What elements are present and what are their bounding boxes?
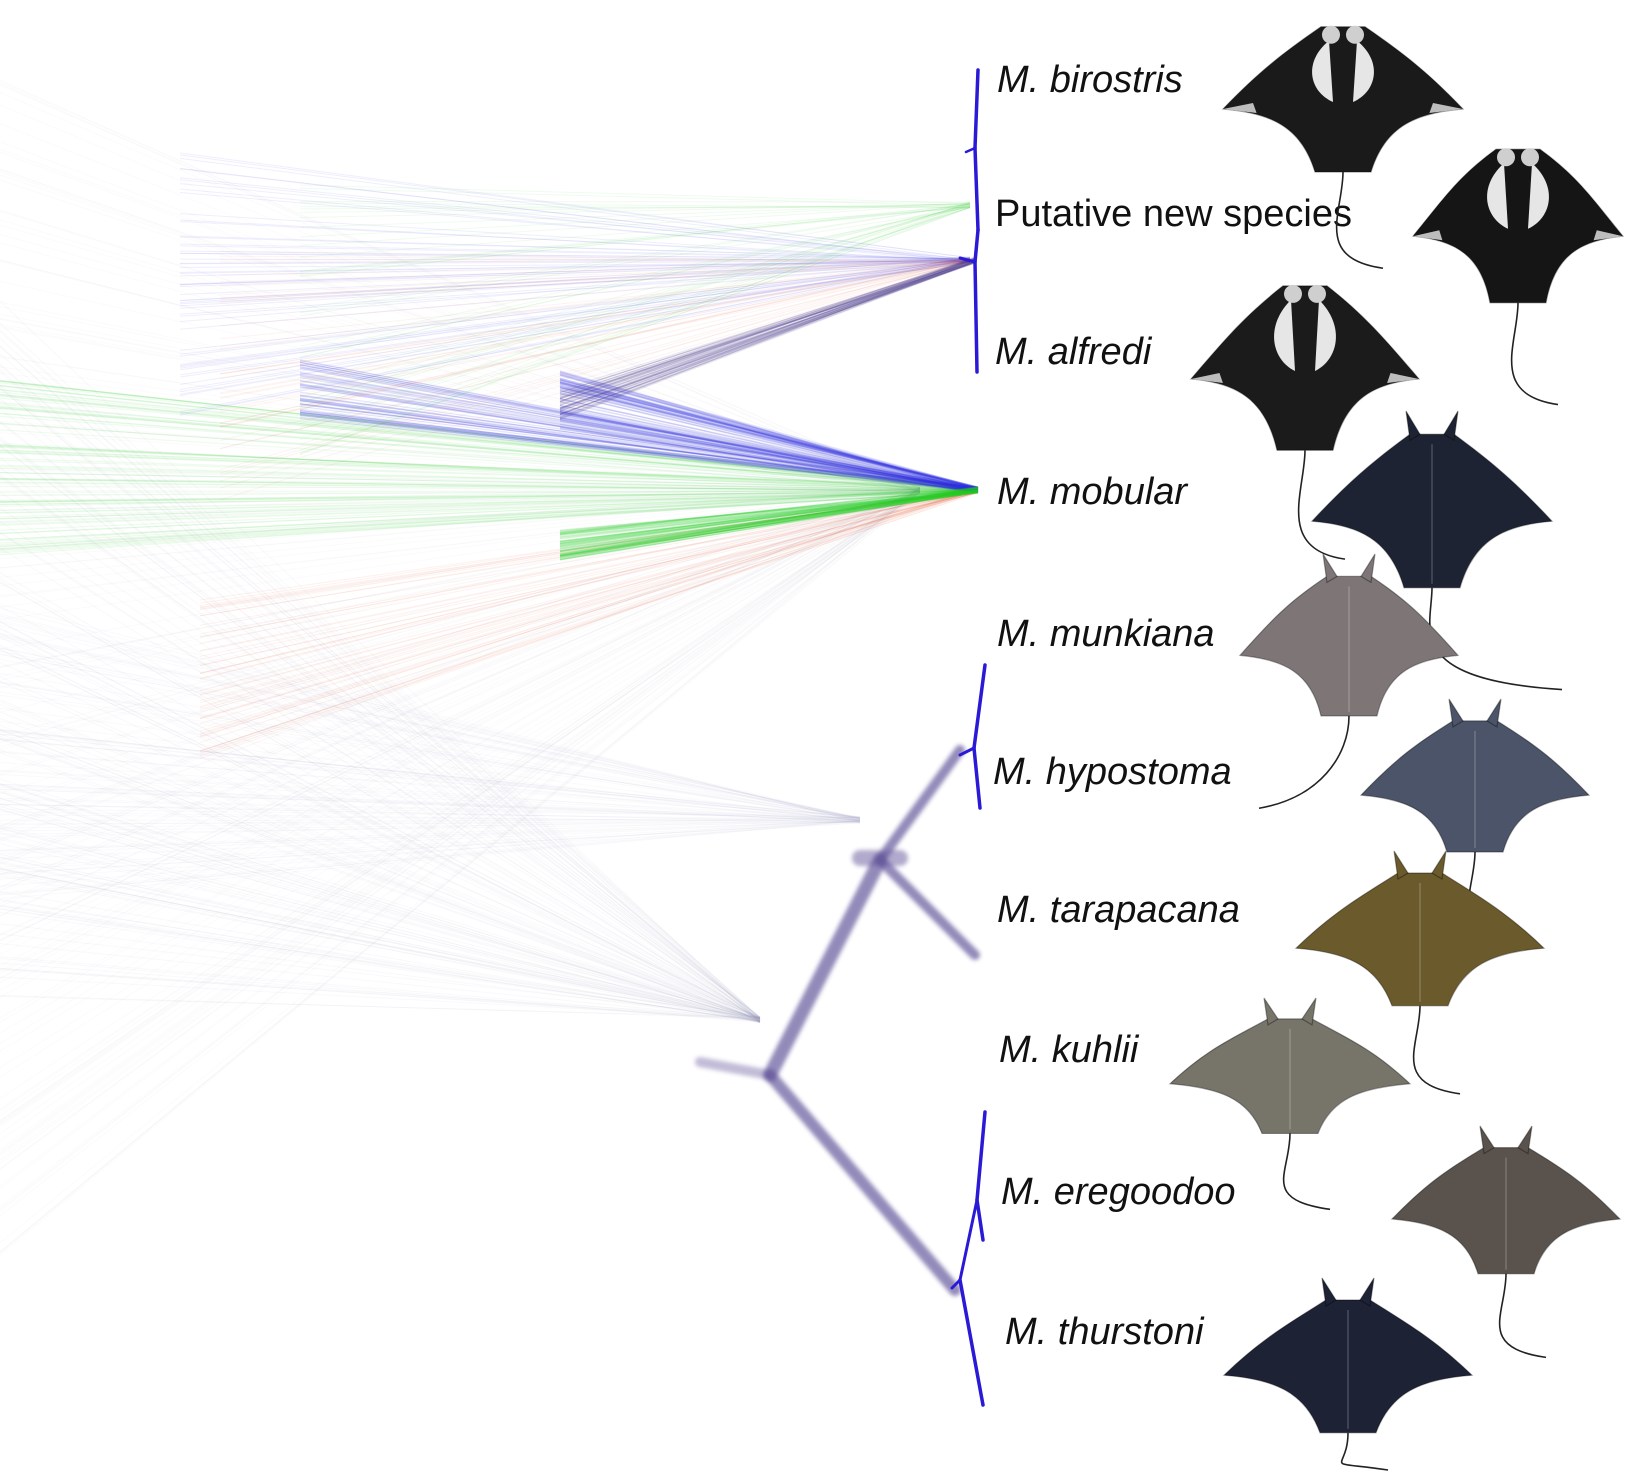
- taxon-label-tarapacana: M. tarapacana: [997, 889, 1240, 931]
- cephalic-fin-left: [1448, 698, 1464, 728]
- cephalic-fin-right: [1359, 1277, 1375, 1307]
- taxon-label-hypostoma: M. hypostoma: [993, 751, 1232, 793]
- shoulder-marking-right: [1315, 299, 1336, 372]
- cephalic-fin-left: [1263, 997, 1279, 1026]
- consensus-tree: [695, 68, 987, 1407]
- cephalic-fin-right: [1301, 997, 1317, 1026]
- ray-illustrations: [1168, 25, 1625, 1471]
- ray-tail: [1510, 302, 1559, 406]
- cephalic-fin-left: [1393, 850, 1409, 880]
- ray-illustration-kuhlii: [1168, 997, 1412, 1211]
- cephalic-fin-right: [1443, 410, 1459, 442]
- ray-body: [1411, 148, 1625, 304]
- taxon-label-birostris: M. birostris: [997, 59, 1183, 101]
- cephalic-fin-left: [1321, 1277, 1337, 1307]
- ray-tail: [1282, 1133, 1331, 1211]
- ray-body: [1168, 1018, 1412, 1135]
- cephalic-fin-right: [1517, 1125, 1533, 1155]
- ray-tail: [1335, 171, 1384, 270]
- ray-body: [1294, 872, 1546, 1007]
- cephalic-fin-right: [1360, 553, 1376, 584]
- ray-body: [1359, 720, 1591, 853]
- taxon-label-new: Putative new species: [995, 193, 1352, 235]
- ray-illustration-mobular: [1310, 410, 1563, 691]
- ray-body: [1238, 575, 1460, 717]
- ray-illustration-new: [1411, 148, 1625, 406]
- cephalic-fin-right: [1486, 698, 1502, 728]
- taxon-label-thurstoni: M. thurstoni: [1005, 1311, 1205, 1353]
- shoulder-marking-left: [1274, 299, 1295, 372]
- ray-body: [1189, 285, 1421, 451]
- ray-body: [1221, 26, 1465, 173]
- ray-illustration-alfredi: [1189, 284, 1421, 560]
- ray-tail: [1297, 450, 1346, 560]
- ray-illustration-tarapacana: [1294, 850, 1546, 1095]
- ray-tail: [1429, 587, 1563, 691]
- cephalic-fin-left: [1405, 410, 1421, 442]
- ray-body: [1222, 1299, 1474, 1434]
- cephalic-fin-left: [1322, 553, 1338, 584]
- ray-body: [1310, 433, 1554, 589]
- taxon-label-munkiana: M. munkiana: [997, 613, 1215, 655]
- ray-body: [1390, 1147, 1622, 1275]
- ray-illustration-munkiana: [1238, 553, 1460, 810]
- shoulder-marking-left: [1312, 40, 1333, 102]
- taxon-label-mobular: M. mobular: [997, 471, 1188, 513]
- taxon-label-eregoodoo: M. eregoodoo: [1001, 1171, 1236, 1213]
- shoulder-marking-right: [1528, 163, 1549, 229]
- ray-illustration-thurstoni: [1222, 1277, 1474, 1471]
- shoulder-marking-left: [1487, 163, 1508, 229]
- taxon-label-kuhlii: M. kuhlii: [999, 1029, 1140, 1071]
- cephalic-fin-right: [1431, 850, 1447, 880]
- cephalic-fin-left: [1479, 1125, 1495, 1155]
- taxon-label-alfredi: M. alfredi: [995, 331, 1153, 373]
- ray-illustration-eregoodoo: [1390, 1125, 1622, 1359]
- shoulder-marking-right: [1353, 40, 1374, 102]
- tree-cloud: [0, 79, 979, 1256]
- ray-illustration-birostris: [1221, 25, 1465, 270]
- ray-tail: [1340, 1432, 1389, 1471]
- ray-tail: [1258, 715, 1350, 810]
- ray-tail: [1412, 1005, 1461, 1095]
- ray-tail: [1498, 1273, 1547, 1359]
